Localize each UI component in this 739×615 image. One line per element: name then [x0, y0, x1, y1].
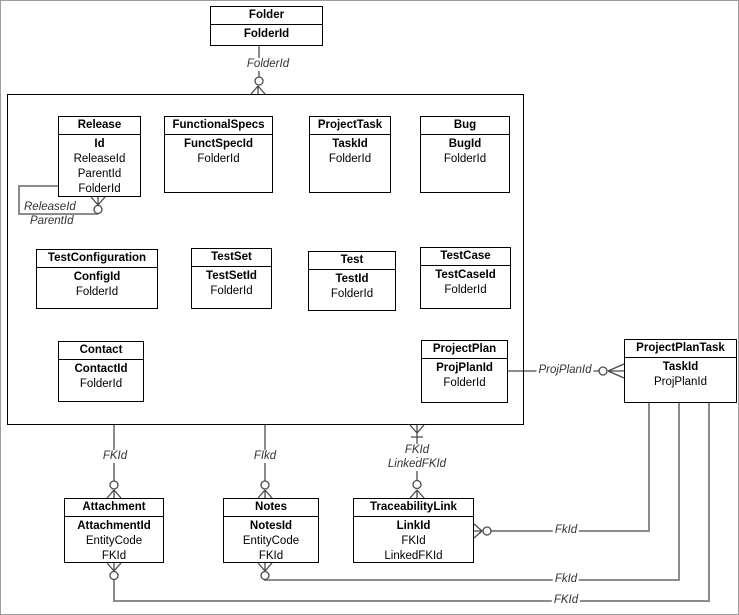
- entity-bug[interactable]: Bug BugId FolderId: [420, 116, 510, 193]
- entity-traceabilitylink[interactable]: TraceabilityLink LinkId FKId LinkedFKId: [353, 498, 474, 563]
- entity-field: AttachmentId: [77, 520, 151, 532]
- entity-field: FolderId: [330, 288, 374, 300]
- entity-field: EntityCode: [242, 535, 300, 547]
- relationship-label-folderid: FolderId: [244, 58, 292, 71]
- entity-field: LinkedFKId: [384, 550, 443, 562]
- entity-title: Bug: [421, 117, 509, 135]
- entity-title: Contact: [59, 342, 143, 360]
- entity-title: TestCase: [421, 248, 510, 266]
- crowsfoot-one-many-icon: [409, 424, 425, 438]
- entity-title: FunctionalSpecs: [165, 117, 272, 135]
- entity-testconfiguration[interactable]: TestConfiguration ConfigId FolderId: [36, 249, 158, 309]
- entity-field: TestSetId: [206, 270, 257, 282]
- entity-field: FunctSpecId: [183, 138, 253, 150]
- relationship-label-releaseid: ReleaseId: [24, 201, 76, 213]
- entity-attachment[interactable]: Attachment AttachmentId EntityCode FKId: [64, 498, 164, 563]
- entity-field: BugId: [448, 138, 482, 150]
- entity-title: ProjectPlanTask: [625, 340, 736, 358]
- entity-field: FolderId: [210, 285, 253, 297]
- relationship-label-fkid-attach-ppt: FKId: [551, 594, 581, 607]
- entity-field: FolderId: [78, 183, 121, 195]
- entity-field: Id: [94, 138, 105, 150]
- connector-trace-ppt: [491, 403, 650, 532]
- entity-test[interactable]: Test TestId FolderId: [308, 251, 396, 311]
- entity-title: Folder: [211, 7, 322, 25]
- entity-contact[interactable]: Contact ContactId FolderId: [58, 341, 144, 402]
- entity-title: TraceabilityLink: [354, 499, 473, 517]
- entity-field: TaskId: [332, 138, 368, 150]
- entity-field: FolderId: [75, 286, 119, 298]
- relationship-label-projplanid: ProjPlanId: [536, 364, 594, 377]
- folder-scope-container: [7, 94, 524, 425]
- entity-title: ProjectTask: [310, 117, 390, 135]
- entity-field: TestId: [335, 273, 369, 285]
- entity-title: Notes: [224, 499, 318, 517]
- entity-field: FKId: [101, 550, 127, 562]
- entity-title: TestSet: [192, 249, 271, 267]
- entity-field: EntityCode: [85, 535, 143, 547]
- entity-title: TestConfiguration: [37, 250, 157, 268]
- connector-attachment-ppt: [113, 403, 710, 602]
- relationship-label-fikd-notes: FIkd: [251, 450, 279, 463]
- entity-release[interactable]: Release Id ReleaseId ParentId FolderId: [58, 116, 141, 197]
- crowsfoot-zero-many-icon: [257, 480, 273, 499]
- entity-field: ContactId: [74, 363, 128, 375]
- relationship-label-fkid-trace: FKId: [402, 444, 432, 457]
- connector-release-self: [18, 185, 98, 215]
- relationship-label-fkid-trace-ppt: FkId: [552, 524, 580, 537]
- entity-field: TaskId: [662, 361, 699, 373]
- crowsfoot-zero-many-icon: [90, 196, 106, 215]
- entity-folder[interactable]: Folder FolderId: [210, 6, 323, 46]
- entity-projecttask[interactable]: ProjectTask TaskId FolderId: [309, 116, 391, 193]
- crowsfoot-zero-many-icon: [106, 562, 122, 581]
- entity-field: FolderId: [328, 153, 372, 165]
- entity-field: ConfigId: [73, 271, 121, 283]
- entity-field: ProjPlanId: [436, 362, 493, 374]
- entity-title: Attachment: [65, 499, 163, 517]
- entity-field: ProjPlanId: [653, 376, 708, 388]
- entity-field: FolderId: [443, 377, 486, 389]
- entity-title: ProjectPlan: [422, 341, 507, 359]
- entity-title: Release: [59, 117, 140, 135]
- entity-projectplan[interactable]: ProjectPlan ProjPlanId FolderId: [421, 340, 508, 403]
- entity-projectplantask[interactable]: ProjectPlanTask TaskId ProjPlanId: [624, 339, 737, 403]
- relationship-label-linkedfkid: LinkedFKId: [385, 458, 449, 471]
- entity-testcase[interactable]: TestCase TestCaseId FolderId: [420, 247, 511, 309]
- entity-field: LinkId: [396, 520, 431, 532]
- entity-field: FKId: [401, 535, 426, 547]
- crowsfoot-zero-many-icon: [409, 479, 425, 499]
- crowsfoot-zero-many-icon: [473, 523, 492, 539]
- entity-field: FolderId: [197, 153, 240, 165]
- entity-field: FKId: [258, 550, 284, 562]
- entity-field: FolderId: [79, 378, 123, 390]
- entity-field: ParentId: [77, 168, 122, 180]
- entity-notes[interactable]: Notes NotesId EntityCode FKId: [223, 498, 319, 563]
- entity-field: FolderId: [443, 153, 487, 165]
- entity-field: TestCaseId: [435, 269, 496, 281]
- entity-title: Test: [309, 252, 395, 270]
- entity-field: FolderId: [243, 28, 290, 40]
- crowsfoot-zero-many-icon: [257, 562, 273, 581]
- crowsfoot-zero-many-icon: [106, 480, 122, 499]
- entity-field: ReleaseId: [73, 153, 126, 165]
- relationship-label-fkid-attachment: FKId: [100, 450, 130, 463]
- relationship-label-fkid-notes-ppt: FkId: [552, 573, 580, 586]
- entity-functionalspecs[interactable]: FunctionalSpecs FunctSpecId FolderId: [164, 116, 273, 193]
- relationship-label-parentid: ParentId: [30, 215, 74, 227]
- crowsfoot-zero-many-icon: [598, 363, 625, 379]
- crowsfoot-zero-many-icon: [250, 76, 266, 95]
- entity-testset[interactable]: TestSet TestSetId FolderId: [191, 248, 272, 309]
- entity-field: FolderId: [444, 284, 487, 296]
- entity-field: NotesId: [249, 520, 293, 532]
